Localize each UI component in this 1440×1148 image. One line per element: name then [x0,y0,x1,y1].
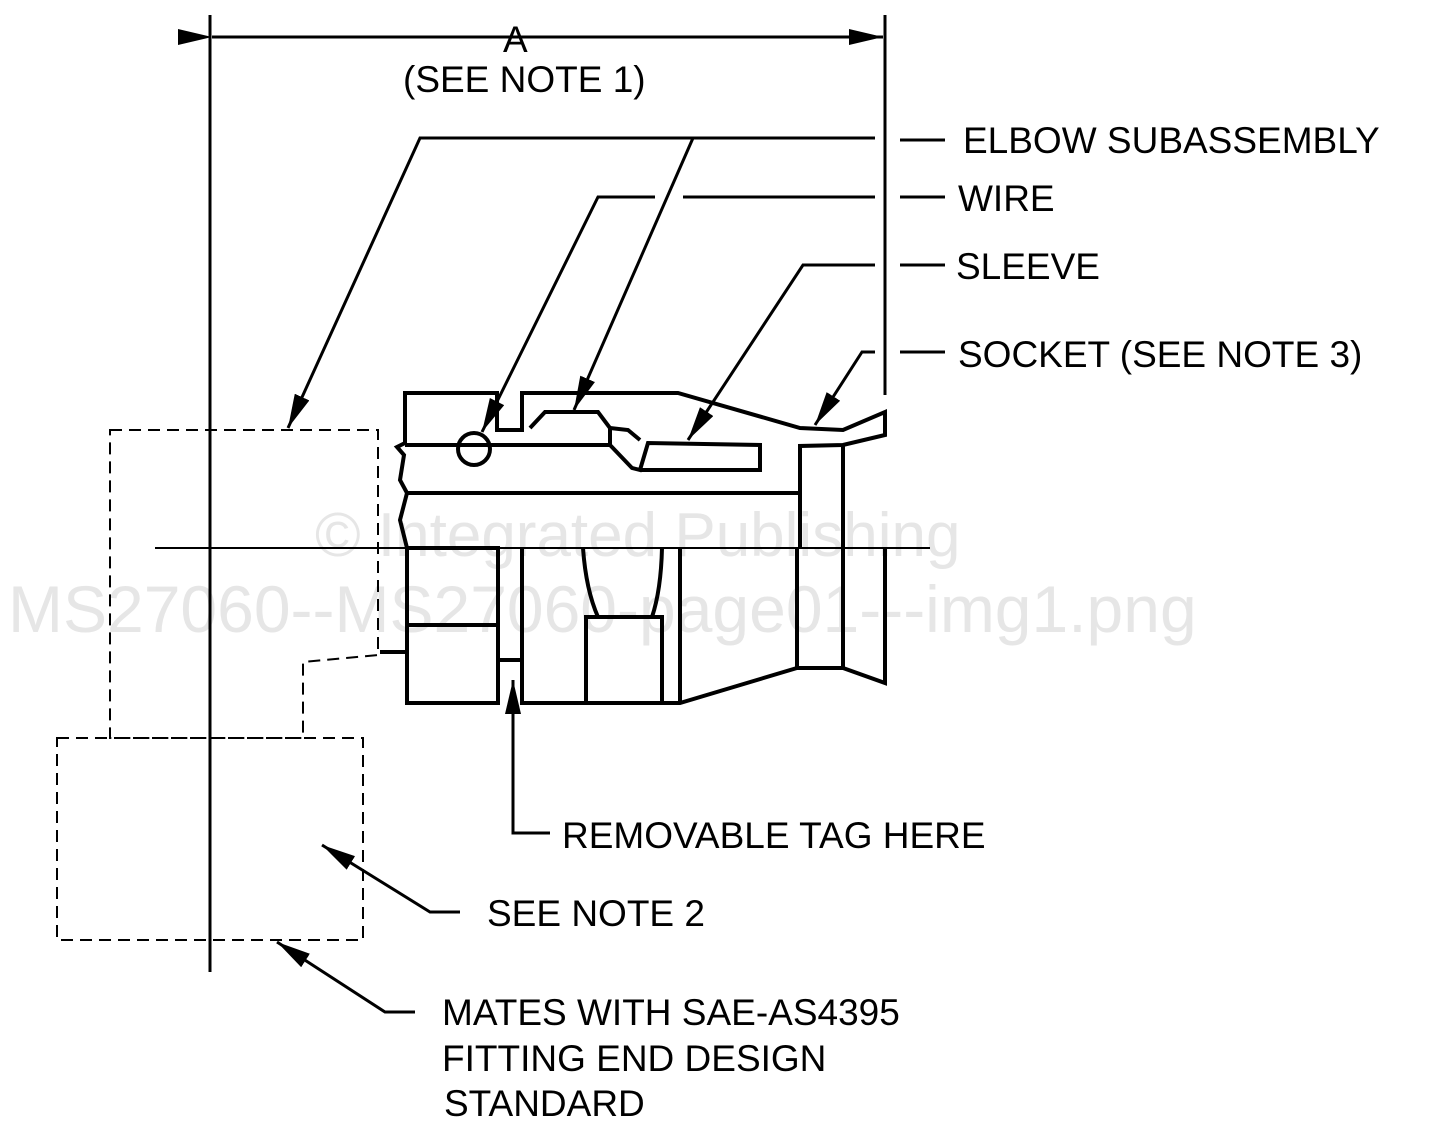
dimension-a [178,15,887,972]
watermark-line2: MS27060--MS27060-page01---img1.png [8,572,1197,646]
lower-section [380,546,887,705]
label-mates-line3: STANDARD [444,1083,645,1124]
label-mates-line1: MATES WITH SAE-AS4395 [442,992,900,1033]
watermark-line1: © Integrated Publishing [315,501,960,570]
label-wire: WIRE [958,178,1055,219]
dimension-a-note: (SEE NOTE 1) [403,59,646,100]
dimension-a-label: A [503,19,528,60]
label-sleeve: SLEEVE [956,246,1100,287]
mating-fitting-outline [109,429,379,739]
label-mates-line2: FITTING END DESIGN [442,1038,826,1079]
elbow-section [393,391,887,549]
mating-nut-outline [56,737,364,941]
label-see-note-2: SEE NOTE 2 [487,893,705,934]
label-socket: SOCKET (SEE NOTE 3) [958,334,1362,375]
leader-lines [276,136,945,1014]
label-removable-tag: REMOVABLE TAG HERE [562,815,986,856]
label-elbow-subassembly: ELBOW SUBASSEMBLY [963,120,1380,161]
